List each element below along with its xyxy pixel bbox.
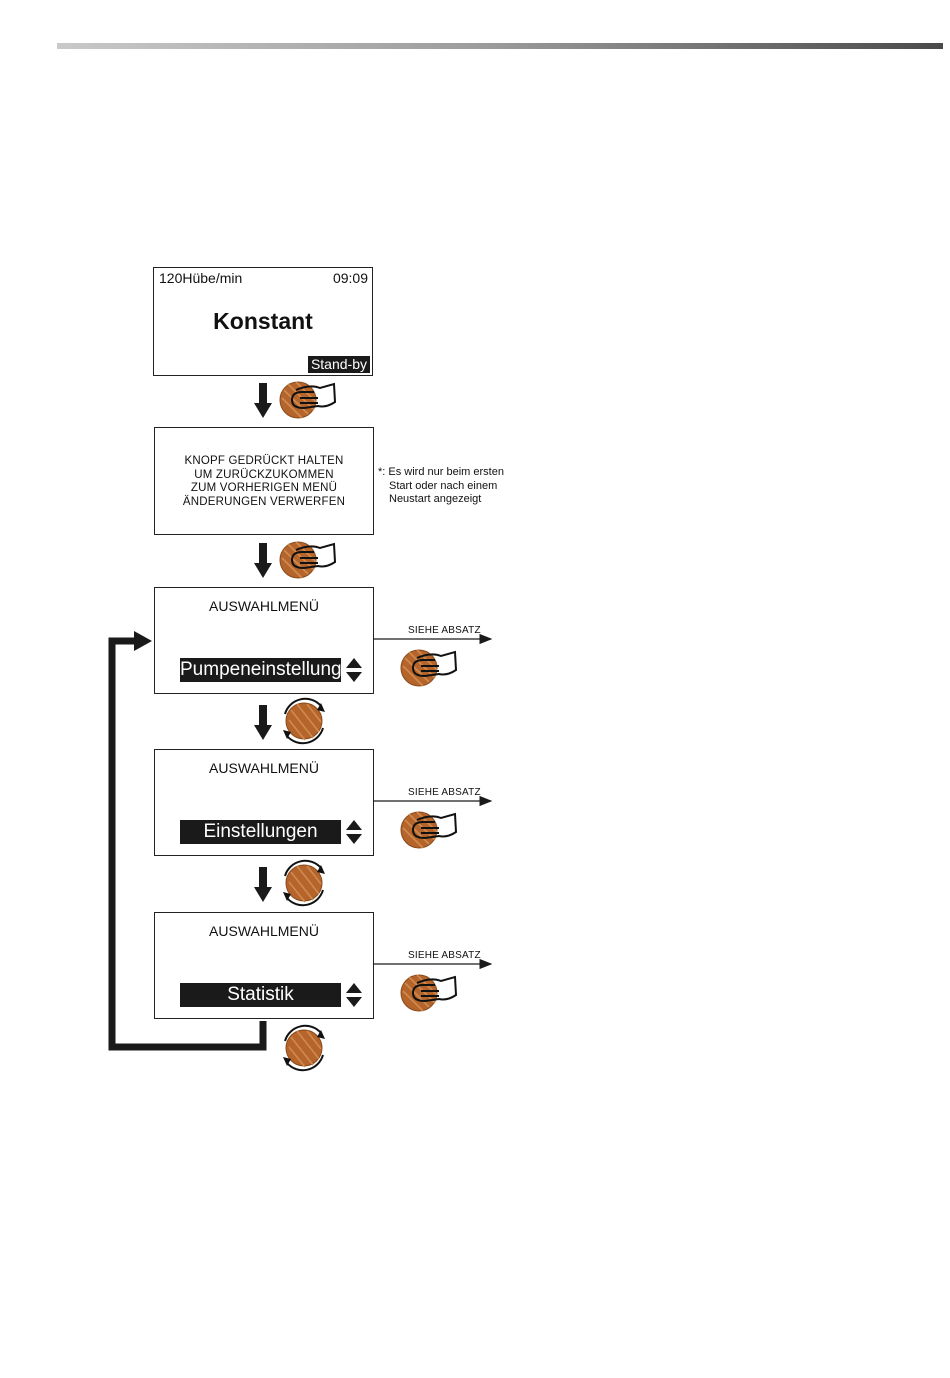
operating-mode: Konstant [213,308,313,334]
warning-line: UM ZURÜCKZUKOMMEN [194,468,334,481]
menu-title: AUSWAHLMENÜ [209,760,319,776]
display-menu-screen: AUSWAHLMENÜ Pumpeneinstellung [154,587,374,694]
menu-title: AUSWAHLMENÜ [209,598,319,614]
loop-back-arrow [108,637,267,1051]
header-rule [57,43,943,49]
display-home-screen: 120Hübe/min 09:09 Konstant Stand-by [153,267,373,376]
up-down-arrows-icon [346,658,362,682]
press-knob-icon [400,811,458,849]
see-section-label: SIEHE ABSATZ [408,787,481,798]
footnote: *: Es wird nur beim ersten Start oder na… [378,466,504,507]
menu-selection: Pumpeneinstellung [180,658,341,682]
warning-text: KNOPF GEDRÜCKT HALTEN UM ZURÜCKZUKOMMEN … [155,455,373,509]
menu-title: AUSWAHLMENÜ [209,923,319,939]
warning-line: ZUM VORHERIGEN MENÜ [190,482,338,494]
display-menu-screen: AUSWAHLMENÜ Statistik [154,912,374,1019]
display-menu-screen: AUSWAHLMENÜ Einstellungen [154,749,374,856]
stroke-rate: 120Hübe/min [159,270,243,286]
footnote-marker: *: [378,466,386,478]
clock: 09:09 [332,270,368,286]
footnote-line: Start oder nach einem [389,479,498,492]
press-knob-icon [279,541,337,579]
warning-line: KNOPF GEDRÜCKT HALTEN [184,455,344,467]
rotate-knob-icon [283,697,325,745]
down-arrow-icon [254,867,272,902]
up-down-arrows-icon [346,983,362,1007]
warning-line: ÄNDERUNGEN VERWERFEN [182,495,346,508]
loop-back-arrowhead [134,631,152,651]
rotate-knob-icon [283,859,325,907]
rotate-knob-icon [283,1024,325,1072]
press-knob-icon [400,649,458,687]
down-arrow-icon [254,705,272,740]
status-badge: Stand-by [307,356,370,373]
press-knob-icon [279,381,337,419]
menu-selection: Einstellungen [180,820,341,844]
down-arrow-icon [254,543,272,578]
menu-selection: Statistik [180,983,341,1007]
see-section-label: SIEHE ABSATZ [408,625,481,636]
footnote-line: Neustart angezeigt [389,493,482,505]
up-down-arrows-icon [346,820,362,844]
footnote-line: Es wird nur beim ersten [388,466,504,478]
press-knob-icon [400,974,458,1012]
see-section-label: SIEHE ABSATZ [408,950,481,961]
display-warning-screen: KNOPF GEDRÜCKT HALTEN UM ZURÜCKZUKOMMEN … [154,427,374,535]
down-arrow-icon [254,383,272,418]
